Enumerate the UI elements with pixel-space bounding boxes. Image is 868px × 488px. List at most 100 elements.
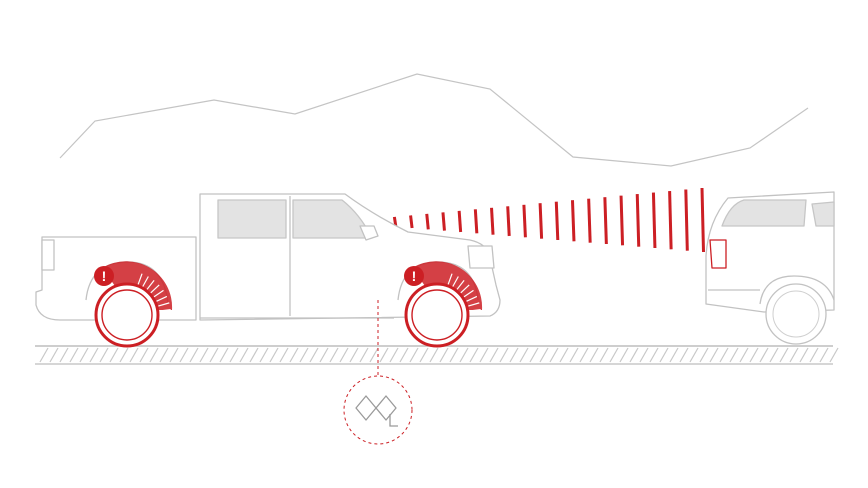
ground-hatch-line xyxy=(269,347,279,363)
ground-hatch-line xyxy=(559,347,569,363)
ground-hatch-line xyxy=(599,347,609,363)
rear-wheel xyxy=(94,282,160,348)
ground-hatch-line xyxy=(389,347,399,363)
radar-wave-line xyxy=(554,201,560,241)
ground-hatch-line xyxy=(469,347,479,363)
ground-hatch-line xyxy=(409,347,419,363)
ground-hatch-line xyxy=(669,347,679,363)
ground-hatch-line xyxy=(349,347,359,363)
road-surface-sensor-icon xyxy=(343,375,413,445)
ground-hatch-line xyxy=(399,347,409,363)
ground-hatch-line xyxy=(129,347,139,363)
ground-hatch-line xyxy=(509,347,519,363)
radar-wave-line xyxy=(425,213,430,230)
radar-wave-line xyxy=(603,197,608,245)
ground-hatch-line xyxy=(829,347,839,363)
ground-hatch-line xyxy=(259,347,269,363)
ground-hatch-line xyxy=(109,347,119,363)
radar-wave-line xyxy=(619,195,625,246)
ground-hatch-line xyxy=(569,347,579,363)
ground-hatch-line xyxy=(299,347,309,363)
ground-hatch-line xyxy=(659,347,669,363)
ground-hatch-line xyxy=(429,347,439,363)
ground-hatch-line xyxy=(289,347,299,363)
radar-wave-line xyxy=(522,204,527,238)
ground-hatch-line xyxy=(699,347,709,363)
ground-hatch-line xyxy=(499,347,509,363)
radar-wave-signal xyxy=(360,187,705,253)
svg-text:!: ! xyxy=(412,268,417,284)
ground-hatch-line xyxy=(149,347,159,363)
ground-hatch-line xyxy=(179,347,189,363)
ground-hatch-line xyxy=(649,347,659,363)
front-wheel-alert-icon: ! xyxy=(404,266,424,286)
radar-wave-line xyxy=(409,215,414,229)
ground-hatch-line xyxy=(309,347,319,363)
ground-hatch-line xyxy=(209,347,219,363)
ground-hatch-line xyxy=(89,347,99,363)
ground-hatch-line xyxy=(439,347,449,363)
ground-hatch-line xyxy=(639,347,649,363)
ground-hatch-line xyxy=(629,347,639,363)
ground-hatch-line xyxy=(339,347,349,363)
lead-suv xyxy=(705,191,835,345)
radar-wave-line xyxy=(473,209,479,234)
radar-wave-line xyxy=(684,189,689,251)
radar-wave-line xyxy=(457,210,463,233)
ground-hatch-line xyxy=(169,347,179,363)
ground-hatch-line xyxy=(749,347,759,363)
ground-hatch-line xyxy=(479,347,489,363)
ground-hatch-line xyxy=(59,347,69,363)
ground-hatch-line xyxy=(369,347,379,363)
ground-hatch-line xyxy=(189,347,199,363)
ground-hatch-line xyxy=(329,347,339,363)
radar-wave-line xyxy=(570,200,576,242)
ground-hatch-line xyxy=(239,347,249,363)
ground-hatch-line xyxy=(759,347,769,363)
ground-hatch-line xyxy=(489,347,499,363)
ground-hatch-line xyxy=(459,347,469,363)
radar-wave-line xyxy=(587,198,592,243)
ground-hatch-line xyxy=(789,347,799,363)
ground-hatch-line xyxy=(119,347,129,363)
radar-wave-line xyxy=(441,212,446,231)
ground-hatch-line xyxy=(359,347,369,363)
ground-hatch-line xyxy=(579,347,589,363)
ground-hatch-line xyxy=(769,347,779,363)
ground-hatch-line xyxy=(779,347,789,363)
ground-hatch-line xyxy=(229,347,239,363)
ground-hatch-line xyxy=(199,347,209,363)
front-wheel xyxy=(404,282,470,348)
mountain-line xyxy=(59,73,809,167)
radar-wave-line xyxy=(538,203,544,239)
ground-hatch-line xyxy=(819,347,829,363)
radar-wave-line xyxy=(651,192,657,249)
ground-hatch-line xyxy=(519,347,529,363)
ground xyxy=(35,345,839,365)
rear-window xyxy=(217,199,287,239)
ground-hatch-line xyxy=(139,347,149,363)
ground-hatch-line xyxy=(449,347,459,363)
ground-hatch-line xyxy=(799,347,809,363)
ground-hatch-line xyxy=(99,347,109,363)
suv-rear-window xyxy=(721,199,807,227)
ground-hatch-line xyxy=(709,347,719,363)
ground-hatch-line xyxy=(549,347,559,363)
radar-wave-line xyxy=(490,207,495,235)
svg-text:!: ! xyxy=(102,268,107,284)
radar-wave-line xyxy=(635,194,641,247)
ground-hatch-line xyxy=(49,347,59,363)
ground-hatch-line xyxy=(809,347,819,363)
ground-hatch-line xyxy=(539,347,549,363)
ground-hatch-line xyxy=(279,347,289,363)
radar-wave-line xyxy=(506,206,511,237)
ground-hatch-line xyxy=(729,347,739,363)
ground-hatch-line xyxy=(619,347,629,363)
ground-hatch-line xyxy=(69,347,79,363)
ground-hatch-line xyxy=(79,347,89,363)
ground-hatch-line xyxy=(319,347,329,363)
ground-hatch-line xyxy=(689,347,699,363)
ground-hatch-line xyxy=(739,347,749,363)
ground-hatch-line xyxy=(609,347,619,363)
